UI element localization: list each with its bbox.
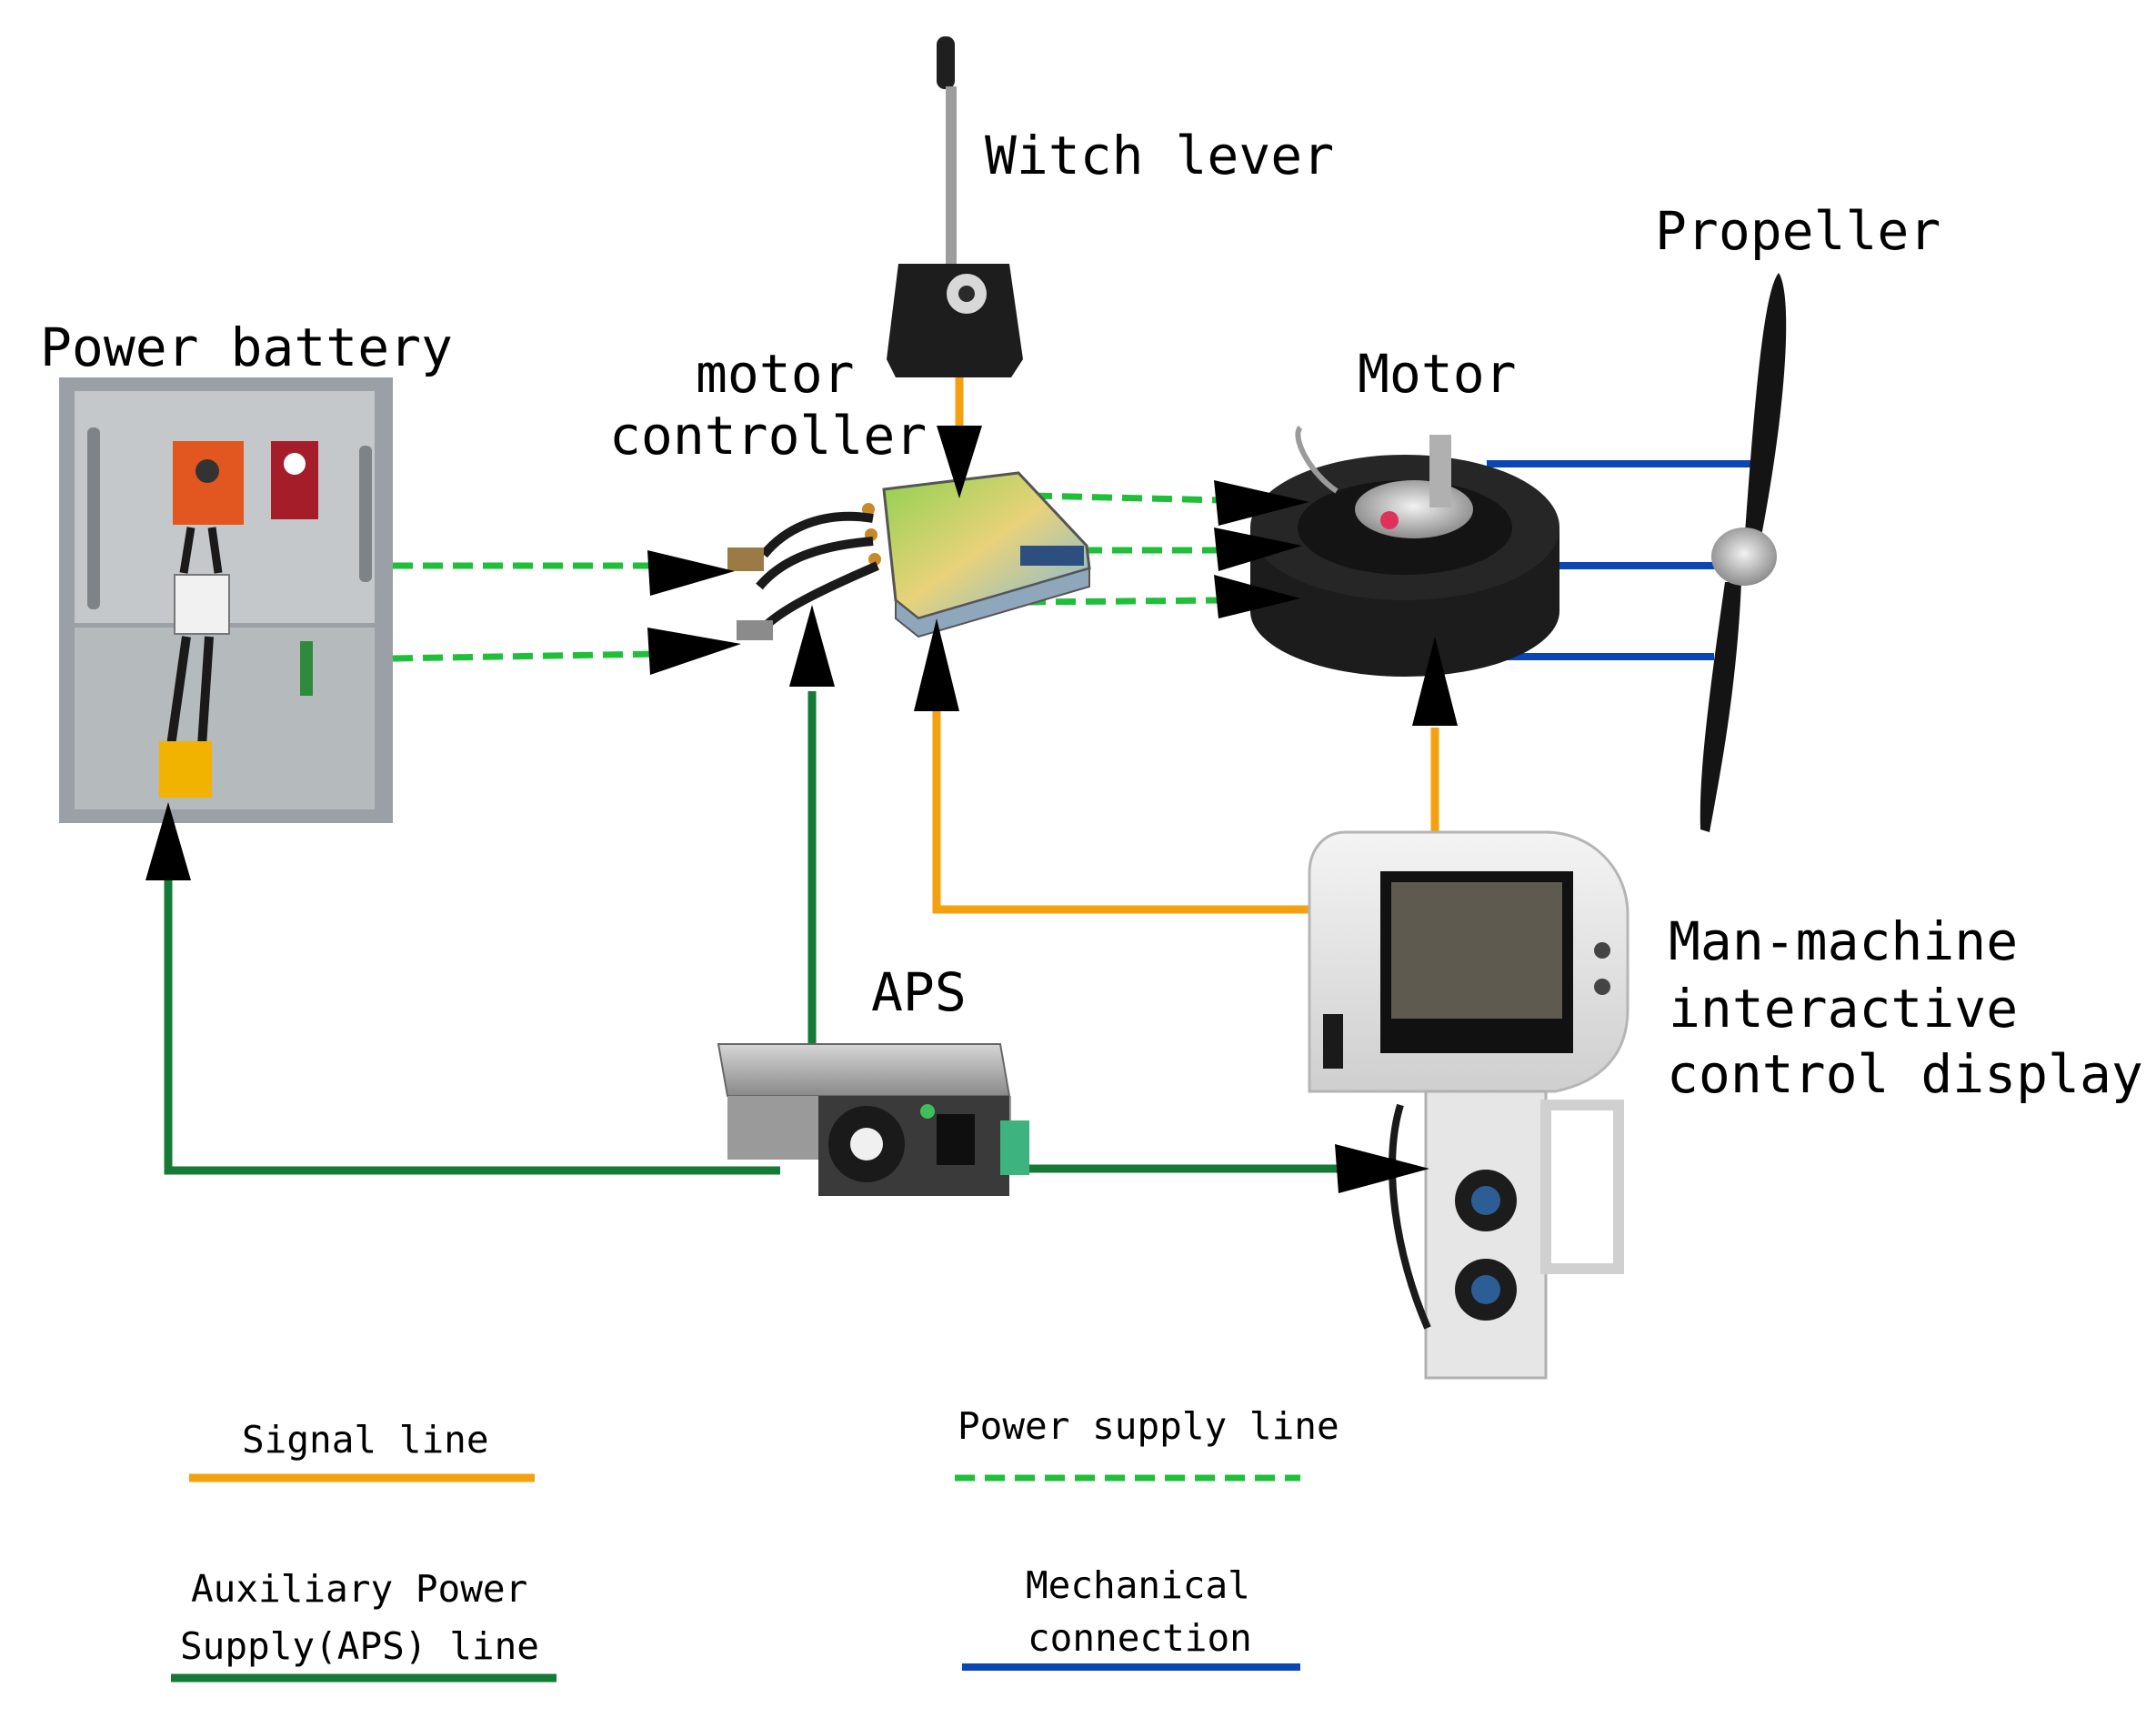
legend: [171, 1473, 1300, 1683]
label-motor-controller-line1: motor: [696, 343, 855, 405]
arrowheads: [145, 426, 1458, 1193]
hmi-display-photo: [1308, 830, 1630, 1380]
aps-lines: [164, 691, 1341, 1175]
legend-label-aps-line2: Supply(APS) line: [180, 1624, 539, 1668]
arrowhead-lever-controller: [937, 426, 982, 498]
propeller-photo: [1700, 273, 1787, 832]
legend-label-mechanical-line1: Mechanical: [1026, 1563, 1250, 1607]
battery-to-controller-power-2: [392, 650, 660, 662]
power-battery-photo: [59, 377, 393, 823]
label-power-battery: Power battery: [40, 316, 453, 378]
legend-label-power: Power supply line: [958, 1404, 1339, 1448]
arrowhead-aps-battery: [145, 802, 191, 880]
label-hmi-line1: Man-machine: [1669, 910, 2019, 972]
motor-controller-photo: [727, 471, 1091, 640]
legend-label-mechanical-line2: connection: [1028, 1616, 1252, 1660]
legend-label-aps-line1: Auxiliary Power: [191, 1567, 528, 1611]
arrowhead-motor-power-3: [1214, 575, 1300, 618]
motor-photo: [1250, 425, 1559, 677]
arrowhead-motor-power-1: [1214, 480, 1309, 526]
arrowhead-aps-controller: [789, 605, 835, 687]
label-motor-controller-line2: controller: [609, 405, 928, 467]
legend-label-signal: Signal line: [242, 1418, 489, 1462]
aps-to-battery-line: [164, 878, 780, 1175]
arrowhead-hmi-controller: [914, 618, 959, 711]
controller-to-motor-power-3: [1025, 597, 1224, 606]
witch-lever-photo: [887, 36, 1023, 377]
label-motor: Motor: [1358, 343, 1517, 405]
arrowhead-motor-power-2: [1214, 527, 1302, 571]
label-hmi-line2: interactive: [1669, 978, 2019, 1040]
label-aps: APS: [871, 961, 967, 1023]
label-hmi-line3: control display: [1667, 1043, 2143, 1105]
aps-photo: [717, 1043, 1029, 1196]
power-supply-lines: [392, 492, 1224, 662]
hmi-to-controller-signal: [932, 709, 1323, 914]
arrowhead-hmi-motor: [1412, 637, 1458, 726]
arrowhead-battery-power-2: [647, 628, 741, 675]
arrowhead-battery-power-1: [647, 550, 735, 596]
label-propeller: Propeller: [1655, 200, 1941, 262]
controller-to-motor-power-1: [1031, 492, 1224, 504]
arrowhead-aps-hmi: [1335, 1144, 1429, 1193]
label-witch-lever: Witch lever: [985, 125, 1335, 186]
